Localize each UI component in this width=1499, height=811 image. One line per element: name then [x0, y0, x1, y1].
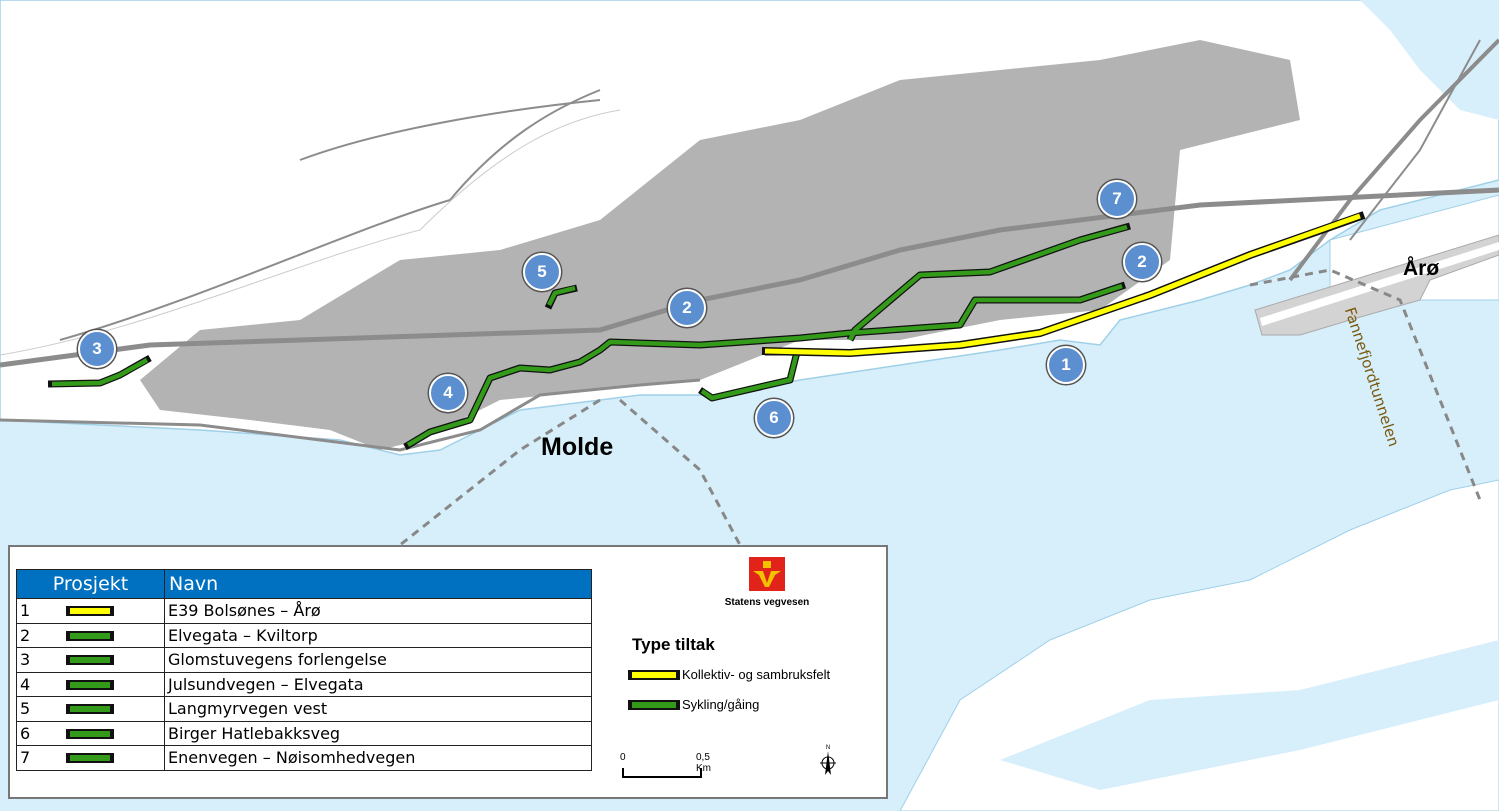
project-swatch	[63, 745, 165, 771]
statens-vegvesen-logo: Statens vegvesen	[722, 557, 812, 608]
project-name: Glomstuvegens forlengelse	[164, 647, 592, 673]
line-swatch-icon	[66, 630, 114, 641]
table-row: 4 Julsundvegen – Elvegata	[16, 671, 592, 697]
table-row: 6 Birger Hatlebakksveg	[16, 720, 592, 746]
north-label: N	[825, 745, 831, 751]
project-name: Langmyrvegen vest	[164, 696, 592, 722]
project-marker-3[interactable]: 3	[78, 330, 116, 368]
runway	[1260, 242, 1499, 326]
project-id: 2	[16, 622, 63, 648]
project-id: 4	[16, 671, 63, 697]
type-item-cycling: Sykling/gåing	[628, 697, 759, 712]
logo-text: Statens vegvesen	[724, 597, 810, 608]
ferry-and-tunnel-lines	[399, 268, 1482, 547]
project-name: Birger Hatlebakksveg	[164, 720, 592, 746]
built-up-areas	[140, 40, 1300, 450]
project-id: 5	[16, 696, 63, 722]
land-topright-water	[1360, 0, 1499, 120]
project-swatch	[63, 720, 165, 746]
table-row: 2 Elvegata – Kviltorp	[16, 622, 592, 648]
project-swatch	[63, 671, 165, 697]
header-navn: Navn	[164, 569, 592, 599]
line-swatch-icon	[66, 655, 114, 666]
line-swatch-icon	[66, 753, 114, 764]
project-id: 7	[16, 745, 63, 771]
line-swatch-icon	[66, 679, 114, 690]
header-prosjekt: Prosjekt	[16, 569, 165, 599]
table-row: 1 E39 Bolsønes – Årø	[16, 598, 592, 624]
type-title: Type tiltak	[632, 635, 715, 654]
table-header: Prosjekt Navn	[16, 569, 592, 599]
project-name: Elvegata – Kviltorp	[164, 622, 592, 648]
type-item-bus-lane: Kollektiv- og sambruksfelt	[628, 667, 830, 682]
scale-bar: 0 0,5 Km	[618, 752, 718, 782]
logo-emblem-icon	[749, 557, 785, 591]
project-name: Julsundvegen – Elvegata	[164, 671, 592, 697]
project-swatch	[63, 598, 165, 624]
project-swatch	[63, 622, 165, 648]
line-swatch-icon	[66, 606, 114, 617]
scale-start: 0	[620, 752, 626, 763]
project-swatch	[63, 696, 165, 722]
project-marker-7[interactable]: 7	[1098, 180, 1136, 218]
north-arrow-icon: N	[818, 745, 838, 781]
island-lower	[1000, 640, 1499, 790]
project-swatch	[63, 647, 165, 673]
yellow-swatch-icon	[628, 669, 680, 680]
route-bus-lane[interactable]	[761, 211, 1366, 358]
project-name: E39 Bolsønes – Årø	[164, 598, 592, 624]
project-id: 1	[16, 598, 63, 624]
type-label: Sykling/gåing	[682, 697, 760, 712]
type-label: Kollektiv- og sambruksfelt	[682, 667, 831, 682]
table-row: 3 Glomstuvegens forlengelse	[16, 647, 592, 673]
coast-hill-line	[0, 109, 621, 356]
scale-end: 0,5 Km	[696, 752, 711, 774]
table-row: 7 Enenvegen – Nøisomhedvegen	[16, 745, 592, 771]
project-marker-4[interactable]: 4	[429, 374, 467, 412]
project-marker-6[interactable]: 6	[755, 399, 793, 437]
line-swatch-icon	[66, 728, 114, 739]
place-label-aro: Årø	[1403, 257, 1440, 280]
project-marker-2[interactable]: 2	[668, 289, 706, 327]
table-row: 5 Langmyrvegen vest	[16, 696, 592, 722]
project-id: 3	[16, 647, 63, 673]
project-id: 6	[16, 720, 63, 746]
project-marker-5[interactable]: 5	[523, 253, 561, 291]
line-swatch-icon	[66, 704, 114, 715]
project-marker-1[interactable]: 1	[1047, 346, 1085, 384]
project-marker-2[interactable]: 2	[1123, 243, 1161, 281]
green-swatch-icon	[628, 699, 680, 710]
project-name: Enenvegen – Nøisomhedvegen	[164, 745, 592, 771]
place-label-molde: Molde	[541, 433, 614, 461]
